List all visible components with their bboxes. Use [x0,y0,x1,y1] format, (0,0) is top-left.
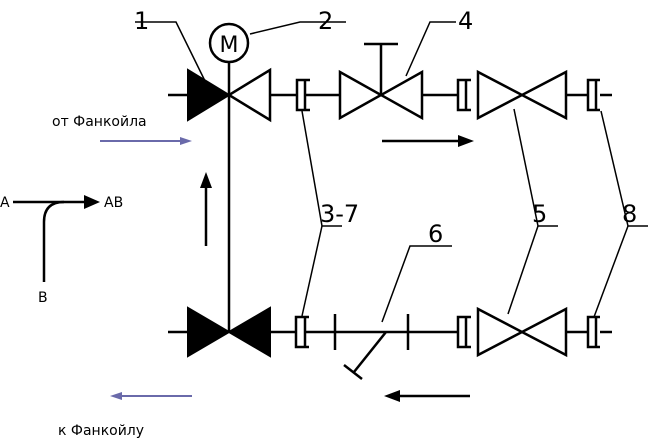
flow-arrow-up [200,172,212,246]
label-to-fancoil: к Фанкойлу [58,423,144,439]
leader-lines [135,21,648,323]
handwheel-valve-top [338,42,424,121]
callout-6: 6 [428,220,443,248]
flow-arrow-top-right [382,135,474,147]
shutoff-valve-top [476,69,568,121]
label-from-fancoil: от Фанкойла [52,114,147,130]
motor-label: M [220,33,239,58]
callout-3-7: 3-7 [320,200,359,228]
end-fitting-bottom [586,315,600,349]
callout-1: 1 [134,7,149,35]
inlet-arrow-from-fancoil [100,137,192,145]
callout-5: 5 [532,200,547,228]
port-b-label: B [38,290,48,306]
union-fitting-bottom-2 [456,315,471,349]
callout-2: 2 [318,7,333,35]
port-symbol-arrowhead [84,195,100,209]
union-fitting-top-1 [295,78,310,112]
end-fitting-top [586,78,600,112]
union-fitting-top-2 [456,78,471,112]
callout-8: 8 [622,200,637,228]
three-way-valve-top [187,67,272,123]
flow-arrow-bottom-left [384,390,470,402]
motor-actuator: M [208,22,250,64]
shutoff-valve-bottom [476,306,568,358]
strainer-filter [333,314,410,380]
port-symbol [13,200,84,282]
port-ab-label: AB [104,195,123,211]
callout-4: 4 [458,7,473,35]
union-fitting-bottom-1 [294,315,309,349]
outlet-arrow-to-fancoil [110,392,192,400]
port-a-label: A [0,195,10,211]
two-way-valve-bottom [187,306,271,358]
